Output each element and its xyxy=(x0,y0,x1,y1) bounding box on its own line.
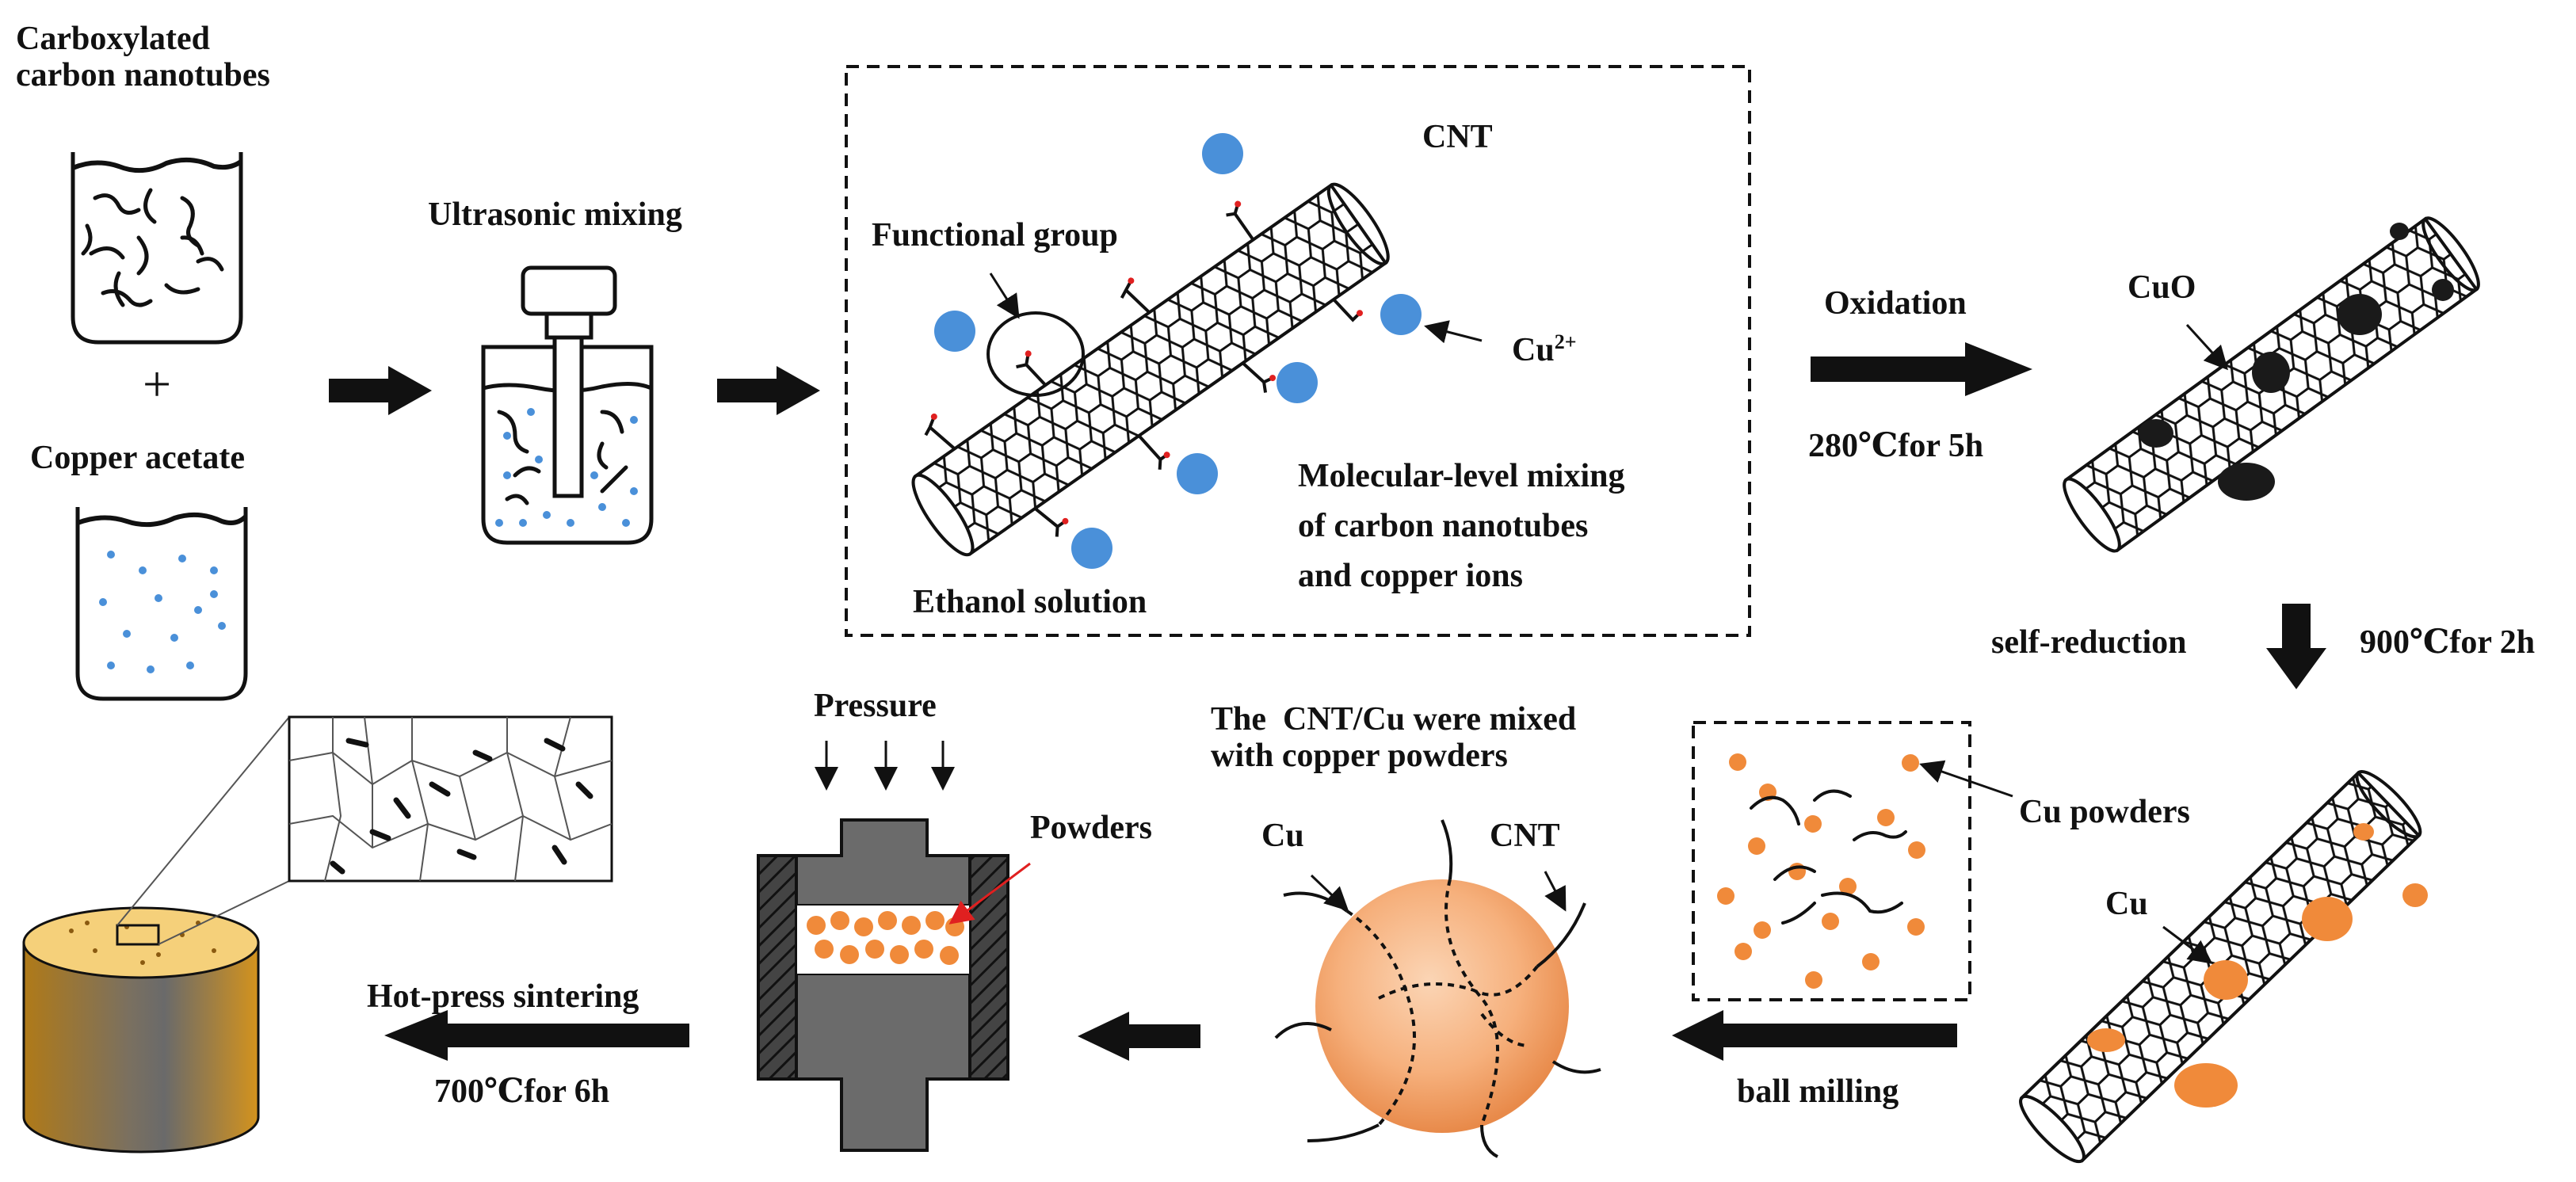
beaker-cnt xyxy=(71,152,243,345)
label-copper-acetate: Copper acetate xyxy=(30,440,245,476)
pressure-arrows xyxy=(815,741,955,791)
label-functional-group: Functional group xyxy=(872,217,1118,254)
label-oxidation: Oxidation xyxy=(1824,285,1967,322)
microstructure-inset xyxy=(288,715,613,883)
label-ethanol-solution: Ethanol solution xyxy=(913,584,1147,620)
label-cu2plus: Cu2+ xyxy=(1512,330,1577,368)
label-reduction-condition: 900℃for 2h xyxy=(2360,624,2536,661)
powders-pointer xyxy=(948,862,1031,925)
label-hot-press-condition: 700℃for 6h xyxy=(434,1073,610,1110)
cu-nanoparticles xyxy=(2087,823,2428,1108)
cuo-pointer xyxy=(2185,323,2229,371)
label-cuo: CuO xyxy=(2128,269,2196,306)
label-cu-on-cnt: Cu xyxy=(2105,886,2148,922)
beaker-copper-acetate xyxy=(75,507,248,701)
label-hot-press-sintering: Hot-press sintering xyxy=(367,978,639,1015)
label-cu-powders: Cu powders xyxy=(2019,794,2190,830)
label-carboxylated-cnt: Carboxylated carbon nanotubes xyxy=(16,21,270,94)
functional-group-pointer xyxy=(989,273,1020,319)
ball-milling-arrow xyxy=(1672,1010,1957,1061)
cu2plus-text: Cu xyxy=(1512,332,1555,368)
cuo-particles xyxy=(2139,223,2454,501)
cnt-fragments xyxy=(1750,789,1907,925)
cu2plus-pointer xyxy=(1424,320,1483,344)
functional-group-outline xyxy=(987,311,1085,397)
arrow-to-ultrasonic xyxy=(329,366,432,415)
label-pressure: Pressure xyxy=(814,688,937,724)
label-self-reduction: self-reduction xyxy=(1991,624,2187,661)
hot-press-arrow xyxy=(384,1010,689,1061)
label-sphere-cnt: CNT xyxy=(1490,818,1560,854)
label-ball-milling: ball milling xyxy=(1737,1073,1899,1110)
molecular-mixing-box xyxy=(845,65,1751,637)
copper-ions xyxy=(934,133,1422,569)
label-powders: Powders xyxy=(1030,810,1152,846)
cu-powders xyxy=(1717,753,1925,989)
cnt-functionalized xyxy=(911,182,1390,557)
label-plus: + xyxy=(143,356,172,412)
cu2plus-charge: 2+ xyxy=(1554,330,1577,353)
label-cnt: CNT xyxy=(1422,119,1493,155)
sphere-cnt-pointer xyxy=(1544,871,1567,912)
sphere-cu-pointer xyxy=(1310,874,1349,912)
label-sphere-cu: Cu xyxy=(1261,818,1304,854)
sintered-compact xyxy=(22,716,290,1153)
arrow-to-die xyxy=(1078,1012,1200,1061)
label-ultrasonic-mixing: Ultrasonic mixing xyxy=(428,196,682,233)
cu-powders-pointer xyxy=(1919,760,2013,798)
cu-powders-box xyxy=(1692,721,1971,1001)
label-molecular-mixing: Molecular-level mixing of carbon nanotub… xyxy=(1298,458,1625,594)
reduction-arrow xyxy=(2266,604,2326,689)
arrow-to-molecular xyxy=(717,366,820,415)
label-mixed-note: The CNT/Cu were mixed with copper powder… xyxy=(1211,701,1577,775)
cu-nano-pointer xyxy=(2162,925,2213,964)
label-oxidation-condition: 280℃for 5h xyxy=(1808,428,1984,464)
hot-press-die xyxy=(757,818,1009,1152)
oxidation-arrow xyxy=(1811,342,2032,396)
ultrasonic-beaker xyxy=(481,265,654,545)
cnt-cu-sphere xyxy=(1274,819,1601,1158)
